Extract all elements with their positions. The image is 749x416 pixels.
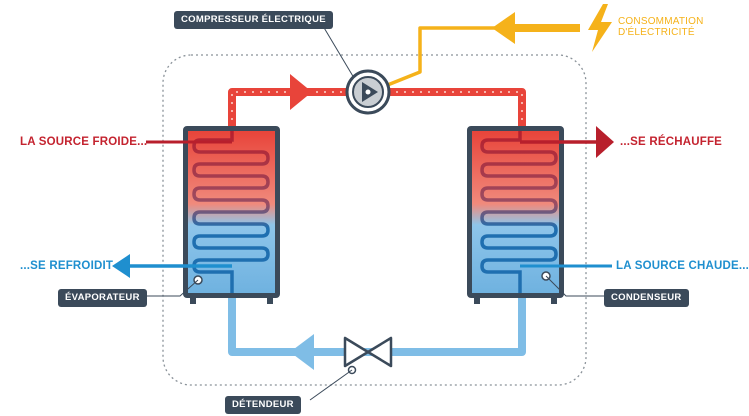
evaporator-unit <box>183 126 280 304</box>
cold-pipe <box>228 296 526 356</box>
power-label-line1: CONSOMMATION <box>618 16 704 27</box>
evaporator-coil <box>192 131 270 293</box>
condenser-coil <box>480 131 558 293</box>
compressor-tag: COMPRESSEUR ÉLECTRIQUE <box>174 11 333 29</box>
lightning-bolt-icon <box>588 4 612 52</box>
cold-flow-arrow-icon <box>290 334 314 370</box>
hot-flow-arrow-icon <box>290 74 312 110</box>
condenser-unit <box>467 126 564 304</box>
expansion-valve-tag: DÉTENDEUR <box>225 396 301 414</box>
evaporator-tag: ÉVAPORATEUR <box>58 289 147 307</box>
compressor-leader <box>322 25 355 79</box>
electric-flow-arrow-icon <box>492 12 515 44</box>
system-boundary <box>162 54 587 386</box>
cools-arrow-icon <box>112 254 130 278</box>
condenser-tag: CONDENSEUR <box>604 289 689 307</box>
electric-line <box>369 26 515 94</box>
cools-label: ...SE REFROIDIT <box>20 260 114 272</box>
compressor-play-icon <box>345 69 391 115</box>
power-label-line2: D'ÉLECTRICITÉ <box>618 27 695 38</box>
valve-leader <box>309 369 353 401</box>
heats-arrow-icon <box>596 126 614 158</box>
heats-label: ...SE RÉCHAUFFE <box>620 136 723 148</box>
expansion-valve-icon <box>343 336 393 375</box>
power-consumption-label: CONSOMMATION D'ÉLECTRICITÉ <box>618 16 704 38</box>
condenser-leader <box>545 275 604 297</box>
evaporator-leader <box>140 279 199 297</box>
cold-source-label: LA SOURCE FROIDE... <box>20 136 148 148</box>
hot-source-label: LA SOURCE CHAUDE... <box>616 260 749 272</box>
